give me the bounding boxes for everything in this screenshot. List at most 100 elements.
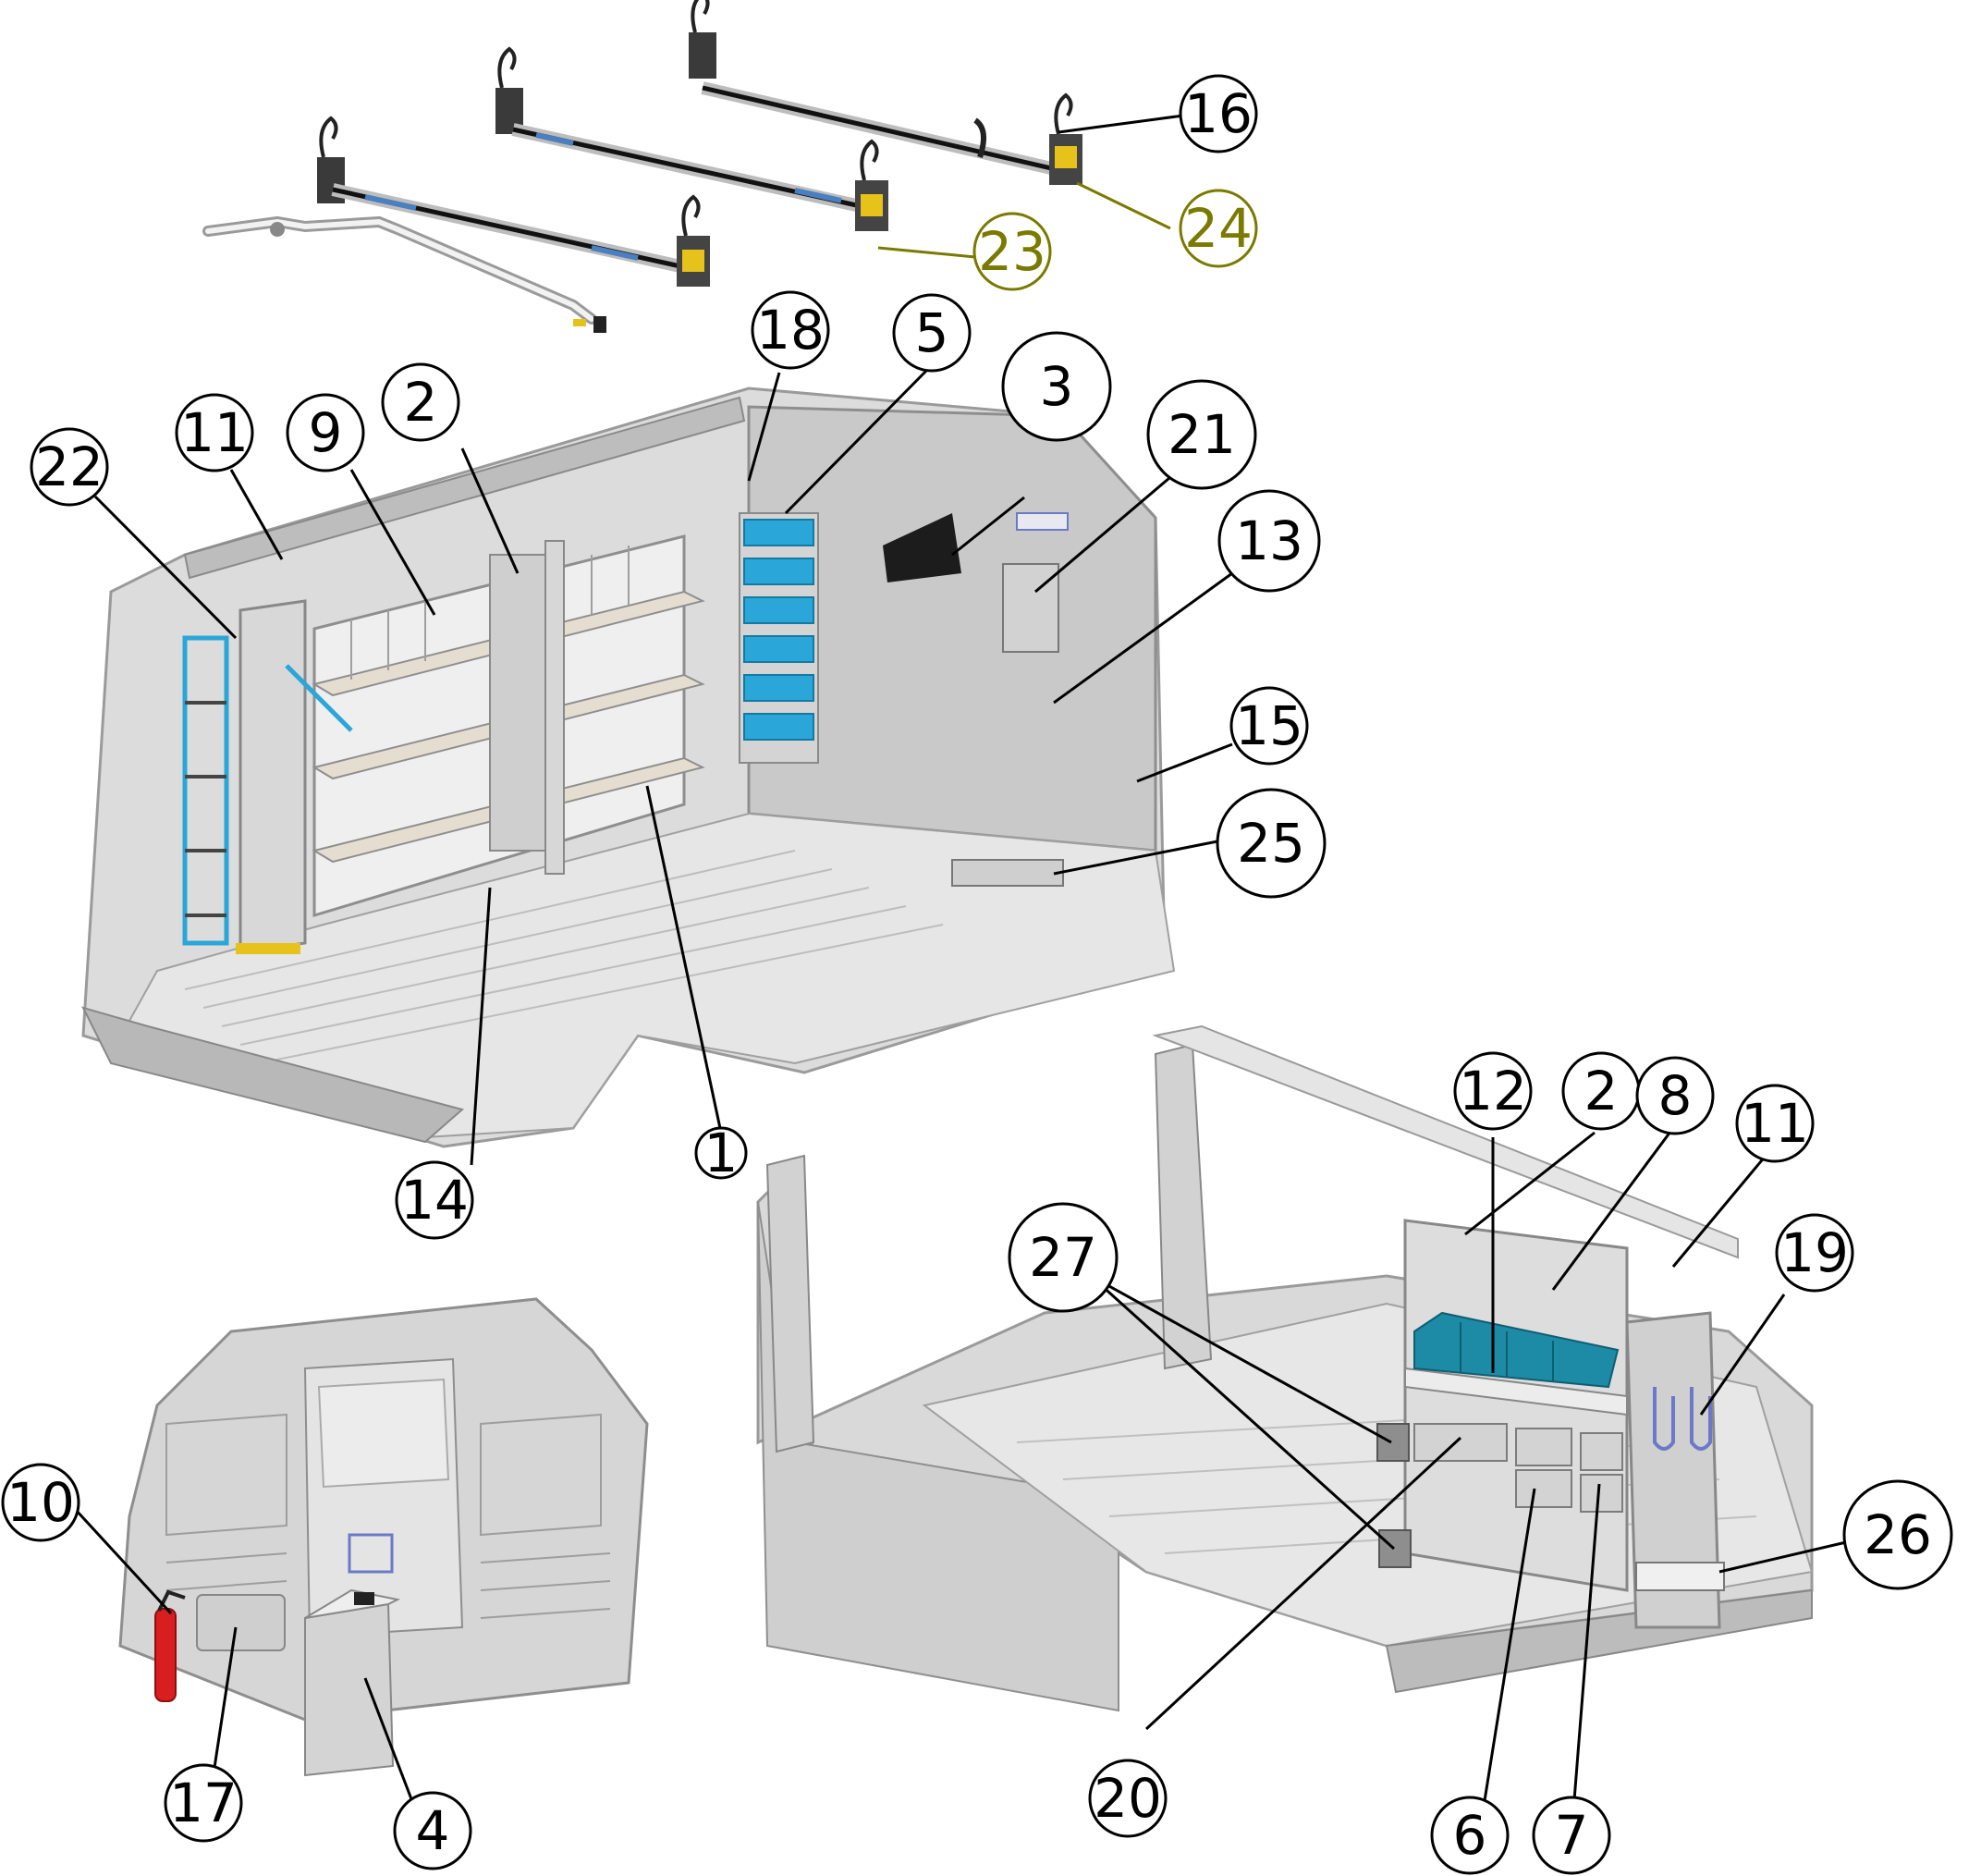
callout-circle [1635,1056,1715,1135]
callout-label: 14 [400,1169,469,1232]
callout-label: 11 [180,401,249,464]
callout-circle [286,393,365,472]
callout-label: 9 [309,401,343,464]
callout-label: 18 [756,299,825,362]
callout-9: 9 [286,393,365,472]
callout-circle [1008,1202,1119,1313]
callout-circle [1,1463,80,1542]
shelving-unit-right [1376,1219,1725,1629]
callout-label: 15 [1235,694,1303,757]
callout-circle [1532,1796,1611,1875]
callout-7: 7 [1532,1796,1611,1875]
callout-circle [1735,1084,1815,1163]
callout-circle [393,1791,472,1870]
callout-13: 13 [1217,489,1321,593]
callout-23: 23 [972,212,1052,291]
callout-26: 26 [1842,1479,1953,1590]
callout-label: 17 [169,1772,238,1834]
callout-label: 27 [1029,1226,1097,1289]
callout-circle [381,362,460,442]
callout-circle [30,427,109,507]
callout-label: 21 [1168,403,1236,466]
callout-circle [694,1126,748,1180]
callout-circle [1179,74,1258,153]
callout-22: 22 [30,427,109,507]
callout-6: 6 [1430,1796,1510,1875]
callout-12: 12 [1453,1051,1533,1131]
callout-label: 8 [1658,1064,1693,1127]
callout-label: 12 [1459,1060,1527,1122]
callout-18: 18 [751,290,830,370]
callout-label: 26 [1864,1503,1932,1566]
callout-circle [1842,1479,1953,1590]
callout-circle [1001,331,1112,442]
callout-label: 7 [1555,1804,1589,1867]
callout-circle [892,293,972,373]
passenger-side-cargo-view [756,1024,1814,1712]
callout-25: 25 [1216,788,1327,899]
callout-3: 3 [1001,331,1112,442]
callout-label: 16 [1184,82,1253,145]
callout-11: 11 [1735,1084,1815,1163]
callout-1: 1 [694,1122,748,1184]
callout-circle [164,1763,243,1843]
callout-2: 2 [381,362,460,442]
bin-cabinet [739,512,819,764]
callout-10: 10 [1,1463,80,1542]
callout-label: 11 [1741,1092,1809,1155]
callout-16: 16 [1179,74,1258,153]
callout-label: 4 [416,1799,450,1862]
callout-label: 20 [1094,1767,1162,1830]
callout-circle [1088,1759,1168,1838]
callout-label: 23 [978,220,1046,283]
callout-circle [1229,686,1309,766]
callout-4: 4 [393,1791,472,1870]
callout-24: 24 [1179,189,1258,268]
callout-circle [1217,489,1321,593]
callout-label: 13 [1235,509,1303,572]
callout-15: 15 [1229,686,1309,766]
callout-circle [1179,189,1258,268]
callout-label: 25 [1237,812,1305,875]
shelving-unit [312,534,705,918]
callout-27: 27 [1008,1202,1119,1313]
callout-19: 19 [1775,1213,1854,1293]
callout-2: 2 [1561,1051,1641,1131]
callout-11: 11 [175,393,254,472]
callout-circle [1775,1213,1854,1293]
callout-label: 3 [1040,355,1074,418]
callout-label: 10 [6,1471,75,1534]
ladder-holder [182,599,353,954]
callout-21: 21 [1146,379,1257,490]
partition-wall-view [118,1297,649,1777]
callout-label: 22 [35,435,104,498]
callout-label: 24 [1184,197,1253,260]
callout-20: 20 [1088,1759,1168,1838]
callout-label: 6 [1453,1804,1487,1867]
callout-17: 17 [164,1763,243,1843]
stand [304,1588,401,1777]
callout-circle [751,290,830,370]
callout-circle [175,393,254,472]
callout-label: 2 [1584,1060,1619,1122]
callout-14: 14 [395,1160,474,1240]
ladder-rack-crossbar-3 [689,0,1082,185]
driver-side-cargo-view [81,386,1176,1148]
leader-lines [63,114,1859,1836]
ladder-rack-crossbar-2 [495,46,888,231]
callout-circle [1453,1051,1533,1131]
callout-8: 8 [1635,1056,1715,1135]
ladder-side-rail [202,215,606,333]
partition-features [883,512,1069,887]
callout-label: 1 [704,1122,739,1184]
callout-circle [1430,1796,1510,1875]
callout-circle [1146,379,1257,490]
callout-circle [972,212,1052,291]
callout-5: 5 [892,293,972,373]
ladder-racks-view [202,0,1082,333]
callout-label: 5 [915,301,949,364]
callout-label: 2 [404,371,438,434]
ladder-rack-crossbar-1 [317,116,710,287]
